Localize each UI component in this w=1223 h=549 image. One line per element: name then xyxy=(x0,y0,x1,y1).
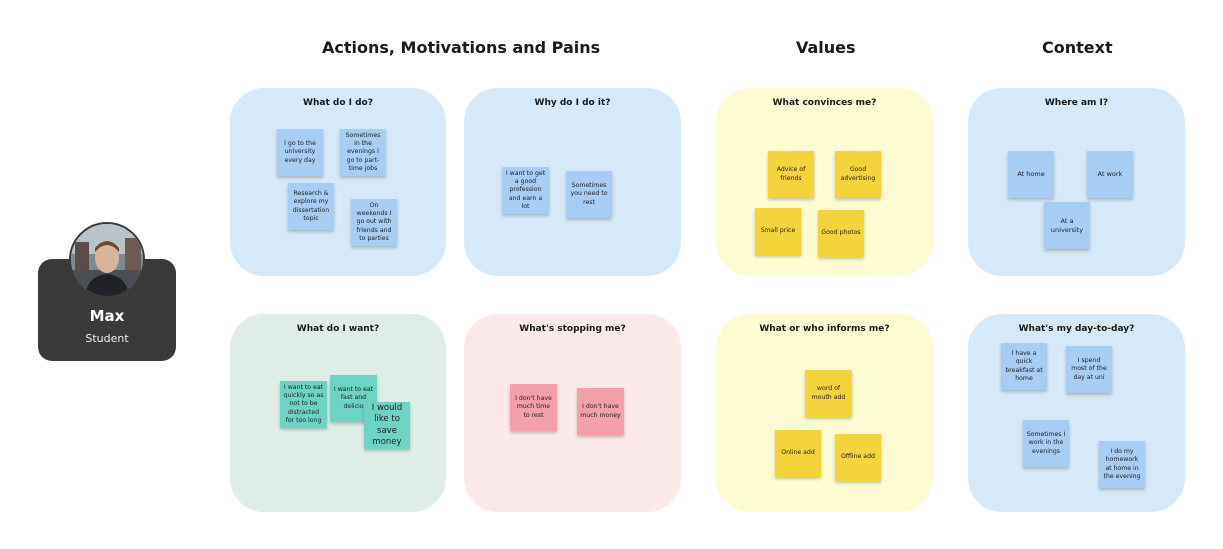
panel-whats-stopping-me: What's stopping me? I don't have much ti… xyxy=(464,314,681,512)
sticky-note[interactable]: I do my homework at home in the evening xyxy=(1099,441,1145,488)
persona-name: Max xyxy=(89,307,125,325)
panel-what-do-i-want: What do I want? I want to eat quickly so… xyxy=(230,314,446,512)
heading-values: Values xyxy=(796,38,856,57)
sticky-note[interactable]: On weekends I go out with friends and to… xyxy=(351,199,397,246)
sticky-note[interactable]: word of mouth add xyxy=(805,370,852,417)
panel-title: What's stopping me? xyxy=(519,324,626,334)
sticky-note[interactable]: I don't have much money xyxy=(577,388,624,435)
sticky-note[interactable]: I spend most of the day at uni xyxy=(1066,346,1112,393)
sticky-note[interactable]: At home xyxy=(1008,151,1054,198)
sticky-note[interactable]: I want to eat quickly so as not to be di… xyxy=(280,381,327,428)
panel-title: Why do I do it? xyxy=(534,98,611,108)
sticky-note[interactable]: Good advertising xyxy=(835,151,881,198)
sticky-note[interactable]: Sometimes you need to rest xyxy=(566,171,612,218)
panel-what-or-who-informs-me: What or who informs me? word of mouth ad… xyxy=(716,314,933,512)
sticky-note[interactable]: Research & explore my dissertation topic xyxy=(288,183,334,230)
sticky-note[interactable]: I don't have much time to rest xyxy=(510,384,557,431)
persona-role: Student xyxy=(85,332,129,345)
panel-title: What's my day-to-day? xyxy=(1018,324,1135,334)
sticky-note[interactable]: At a university xyxy=(1044,202,1090,249)
sticky-note[interactable]: I would like to save money xyxy=(364,402,410,449)
heading-context: Context xyxy=(1042,38,1113,57)
sticky-note[interactable]: Good photos xyxy=(818,210,864,257)
panel-where-am-i: Where am I? At home At work At a univers… xyxy=(968,88,1185,276)
sticky-note[interactable]: Sometimes in the evenings I go to part-t… xyxy=(340,129,386,176)
panel-what-convinces-me: What convinces me? Advice of friends Goo… xyxy=(716,88,933,276)
avatar[interactable] xyxy=(69,222,145,298)
sticky-note[interactable]: Sometimes I work in the evenings xyxy=(1023,420,1069,467)
heading-actions-motivations-pains: Actions, Motivations and Pains xyxy=(322,38,601,57)
sticky-note[interactable]: Advice of friends xyxy=(768,151,814,198)
sticky-note[interactable]: At work xyxy=(1087,151,1133,198)
sticky-note[interactable]: Small price xyxy=(755,208,801,255)
avatar-photo xyxy=(71,224,143,296)
panel-why-do-i-do-it: Why do I do it? I want to get a good pro… xyxy=(464,88,681,276)
panel-title: What do I want? xyxy=(296,324,380,334)
sticky-note[interactable]: Online add xyxy=(775,430,821,477)
panel-title: Where am I? xyxy=(1044,98,1109,108)
sticky-note[interactable]: I have a quick breakfast at home xyxy=(1001,343,1047,390)
sticky-note[interactable]: I go to the university every day xyxy=(277,129,323,176)
panel-whats-my-day-to-day: What's my day-to-day? I have a quick bre… xyxy=(968,314,1185,512)
panel-title: What or who informs me? xyxy=(759,324,890,334)
sticky-note[interactable]: Offline add xyxy=(835,434,881,481)
panel-what-do-i-do: What do I do? I go to the university eve… xyxy=(230,88,446,276)
sticky-note[interactable]: I want to get a good profession and earn… xyxy=(502,167,549,214)
panel-title: What convinces me? xyxy=(772,98,877,108)
panel-title: What do I do? xyxy=(303,98,373,108)
